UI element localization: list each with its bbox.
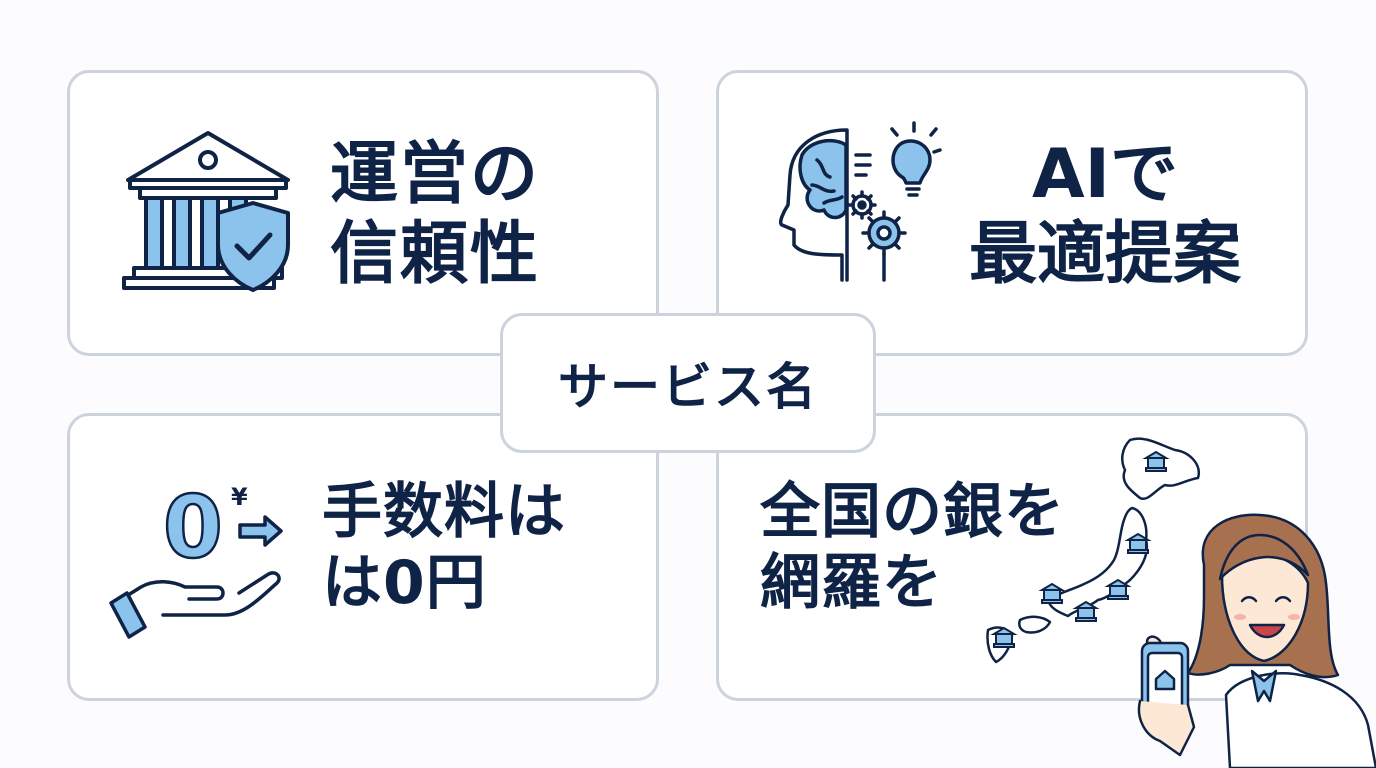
nationwide-label: 全国の銀を 網羅を: [760, 477, 1065, 619]
woman-with-phone-illustration: [1137, 513, 1376, 768]
card-reliability: [67, 70, 659, 356]
zero-fee-label-line2: は0円: [322, 547, 487, 618]
service-name-box: サービス名: [500, 313, 876, 453]
ai-proposal-label: AIで 最適提案: [955, 135, 1255, 295]
nationwide-label-line1: 全国の銀を: [760, 477, 1065, 547]
ai-brain-icon: [778, 121, 942, 282]
ai-proposal-label-line2: 最適提案: [968, 215, 1241, 295]
card-ai-proposal: [716, 70, 1308, 356]
bank-shield-icon: [122, 131, 290, 292]
zero-glyph: 0: [163, 478, 223, 578]
nationwide-label-line2: 網羅を: [760, 547, 943, 618]
yen-glyph: ¥: [231, 483, 248, 511]
reliability-label-line1: 運営の: [330, 135, 541, 214]
zero-fee-label-line1: 手数料は: [322, 477, 566, 547]
zero-fee-hand-icon: 0 ¥: [109, 477, 283, 639]
service-name-title: サービス名: [558, 358, 818, 416]
zero-fee-label: 手数料は は0円: [322, 477, 566, 619]
ai-proposal-label-line1: AIで: [1032, 135, 1178, 214]
japan-map-banks-icon: [986, 437, 1201, 664]
card-zero-fee: [67, 413, 659, 701]
reliability-label: 運営の 信頼性: [330, 135, 540, 295]
reliability-label-line2: 信頼性: [330, 215, 541, 295]
